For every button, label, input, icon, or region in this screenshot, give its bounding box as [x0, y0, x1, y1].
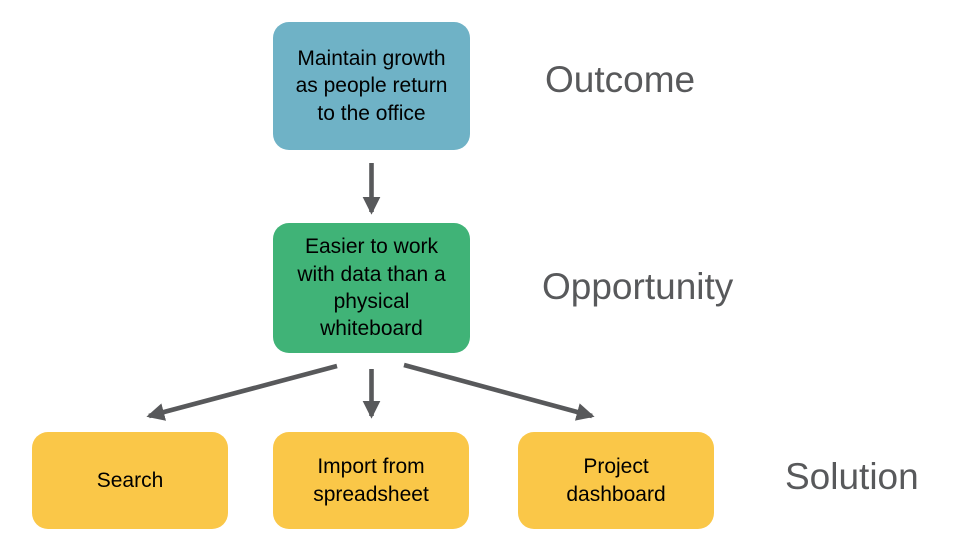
node-outcome[interactable]: Maintain growth as people return to the … [273, 22, 470, 150]
row-label-opportunity: Opportunity [542, 266, 734, 307]
node-solution-search-text: Search [96, 468, 164, 492]
row-label-outcome: Outcome [545, 59, 696, 100]
arrow-opportunity-to-dashboard [403, 362, 595, 421]
arrow-opportunity-to-search [146, 363, 338, 421]
node-solution-import-text: Import from spreadsheet [313, 455, 429, 506]
node-solution-project-dashboard[interactable]: Project dashboard [518, 432, 714, 529]
node-solution-dashboard-text: Project dashboard [566, 455, 666, 506]
node-opportunity-text: Easier to work with data than a physical… [297, 235, 446, 341]
node-solution-import-from-spreadsheet[interactable]: Import from spreadsheet [273, 432, 469, 529]
row-label-solution: Solution [785, 456, 919, 497]
node-outcome-text: Maintain growth as people return to the … [295, 47, 448, 125]
node-opportunity[interactable]: Easier to work with data than a physical… [273, 223, 470, 353]
node-solution-search[interactable]: Search [32, 432, 228, 529]
